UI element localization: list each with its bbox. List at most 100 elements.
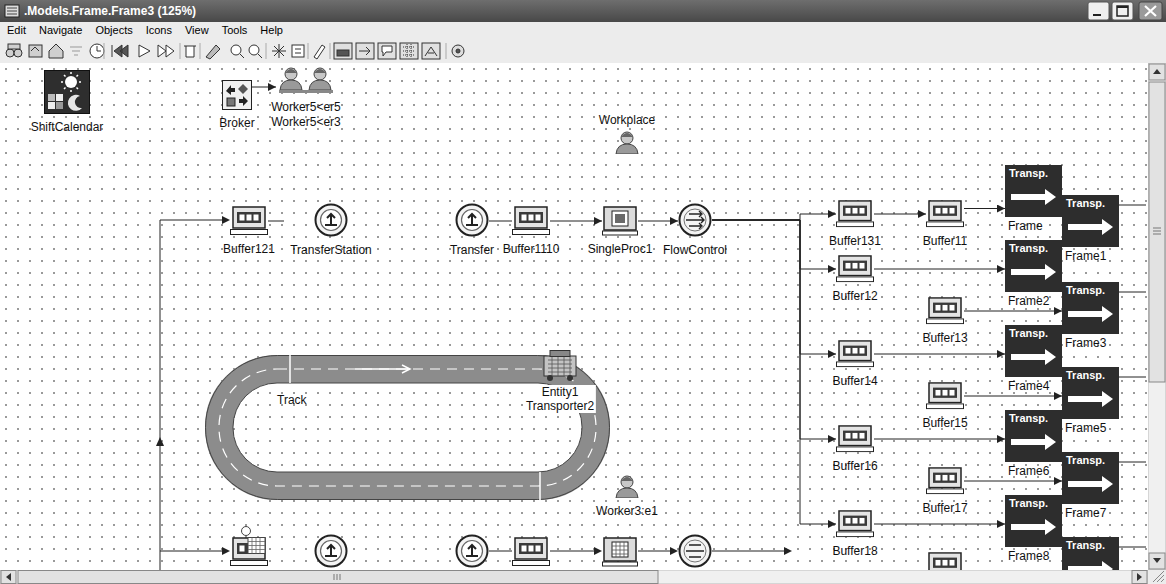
drawing-part [926, 297, 964, 325]
drawing-part [1011, 349, 1056, 365]
horizontal-scrollbar [0, 570, 1166, 584]
object-label: Transporter2 [524, 399, 596, 413]
drawing-part [355, 365, 410, 373]
buffer-object: Buffer11 [926, 200, 964, 228]
box-heading: Transp. [1009, 327, 1048, 340]
drawing-part [231, 230, 268, 235]
object-label-holder: FlowControl [663, 243, 727, 257]
object-label-holder: Workplace [599, 113, 655, 127]
drawing-part [6, 49, 14, 57]
drawing-part [603, 562, 638, 566]
box-heading-holder: Transp. [1066, 284, 1105, 297]
drawing-part [240, 54, 244, 58]
drawing-part [843, 261, 867, 271]
drawing-part [950, 560, 955, 566]
drawing-part [936, 208, 941, 214]
drawing-part [843, 431, 867, 441]
drawing-part [452, 45, 464, 57]
object-label-holder: Buffer15 [922, 416, 967, 430]
menu-item: Objects [94, 22, 133, 39]
drawing-part [950, 390, 955, 396]
object-label: Buffer131 [829, 234, 881, 248]
drawing-part [226, 85, 235, 95]
drawing-part [614, 474, 640, 498]
drawing-part [314, 203, 348, 237]
drawing-part [272, 44, 286, 58]
drawing-part [316, 536, 347, 567]
drawing-part [240, 546, 245, 552]
buffer-icon [513, 538, 550, 566]
drawing-part [846, 348, 851, 354]
drawing-part [258, 54, 262, 58]
drawing-part [614, 130, 640, 154]
object-icon [836, 510, 874, 538]
menu-item: Help [259, 22, 284, 39]
transporter-object: Entity1Transporter2 [542, 350, 578, 382]
single-proc: SingleProc1 [602, 206, 638, 236]
drawing-part [7, 8, 17, 14]
flow-connector [874, 269, 1005, 270]
drawing-part [522, 546, 527, 552]
track-label-holder: Track [277, 393, 307, 407]
drawing-part [839, 426, 871, 446]
drawing-part [943, 305, 948, 311]
drawing-part [836, 425, 874, 453]
drawing-part [334, 574, 340, 580]
box-heading-holder: Transp. [1066, 539, 1105, 552]
drawing-part [337, 50, 349, 56]
drawing-part [1011, 434, 1056, 450]
flow-connector [964, 481, 1062, 482]
drawing-part [1117, 6, 1128, 16]
drawing-part [0, 570, 1148, 584]
drawing-part [14, 49, 22, 57]
drawing-part [612, 542, 628, 557]
drawing-part [70, 47, 82, 55]
object-label: Broker [219, 116, 254, 130]
object-label-holder: Buffer16 [832, 459, 877, 473]
drawing-part [839, 341, 871, 361]
object-label-holder: TransferStation [290, 243, 372, 257]
drawing-part [927, 489, 964, 494]
drawing-part [933, 473, 957, 483]
transporter-box: Transp.Frame5 [1062, 367, 1119, 419]
drawing-part [1088, 2, 1109, 20]
drawing-part [519, 212, 543, 223]
drawing-part [61, 72, 81, 92]
buffer-object: Buffer15 [926, 382, 964, 410]
drawing-part [933, 206, 957, 216]
drawing-part [1062, 537, 1119, 570]
drawing-part [1011, 519, 1056, 535]
drawing-part [248, 538, 265, 554]
transporter-box: Transp.Frame7 [1062, 452, 1119, 504]
worker-mark [242, 527, 251, 536]
drawing-part [853, 518, 858, 524]
box-heading: Transp. [1066, 539, 1105, 552]
drawing-part [1068, 561, 1113, 570]
object-label-holder: Buffer18 [832, 544, 877, 558]
object-label-holder: Buffer14 [832, 374, 877, 388]
object-label: FlowControl [663, 243, 727, 257]
drawing-part [222, 216, 230, 224]
drawing-part [248, 538, 265, 554]
object-label: Buffer15 [922, 416, 967, 430]
menu-bar: EditNavigateObjectsIconsViewToolsHelp [6, 22, 295, 39]
drawing-part [45, 71, 90, 114]
drawing-part [238, 84, 248, 94]
box-heading-holder: Transp. [1009, 497, 1048, 510]
drawing-part [321, 541, 342, 562]
flow-connector [712, 220, 836, 524]
drawing-part [1005, 410, 1062, 462]
object-label-holder: Frame4 [1008, 379, 1049, 393]
menu-item: Edit [6, 22, 27, 39]
drawing-part [860, 433, 865, 439]
box-heading: Transp. [1066, 369, 1105, 382]
broker-object: Broker [222, 80, 252, 110]
box-heading: Transp. [1009, 497, 1048, 510]
drawing-part [233, 207, 265, 228]
drawing-part [927, 404, 964, 409]
drawing-part [837, 447, 874, 452]
drawing-part [1068, 306, 1113, 322]
worker-pool: Worker5<er5Worker5<er3 [276, 66, 336, 94]
worker-object: Worker3:e1 [614, 474, 640, 498]
object-label-holder: Frame7 [1065, 506, 1106, 520]
